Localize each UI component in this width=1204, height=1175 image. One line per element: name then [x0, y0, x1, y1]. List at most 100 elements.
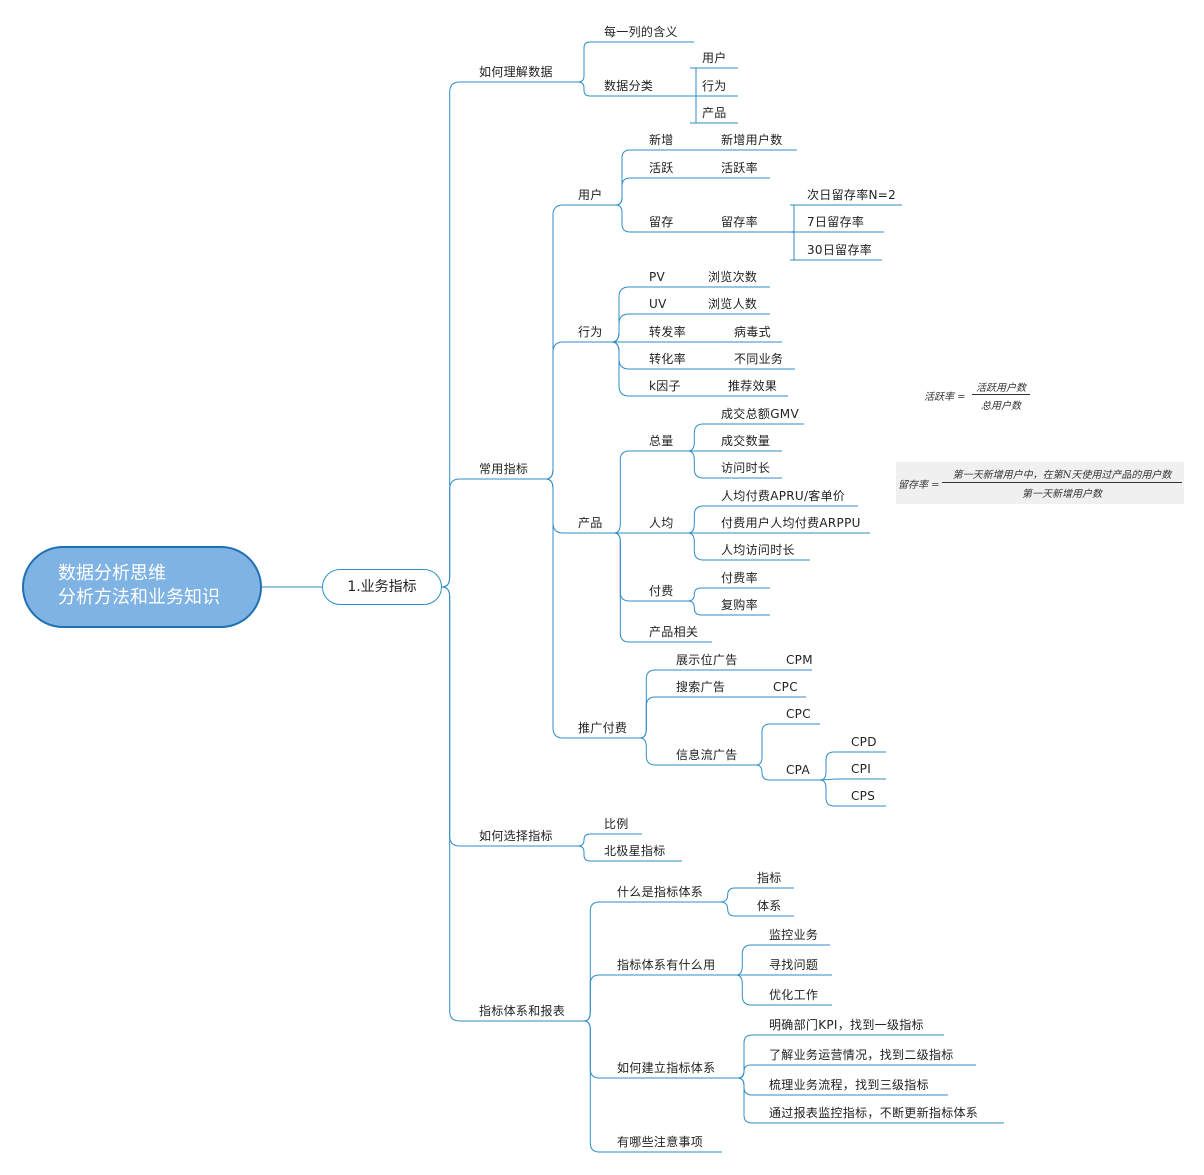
connector-line: [687, 600, 706, 616]
topic-cpd[interactable]: CPD: [851, 735, 877, 749]
connector-line: [611, 341, 632, 397]
topic-active-rate[interactable]: 活跃率: [721, 161, 758, 175]
topic-active[interactable]: 活跃: [649, 161, 674, 175]
topic-b1[interactable]: 明确部门KPI，找到一级指标: [769, 1018, 924, 1032]
topic-build-sys[interactable]: 如何建立指标体系: [617, 1061, 716, 1075]
topic-k[interactable]: k因子: [649, 379, 681, 393]
connector-line: [577, 833, 591, 847]
formula-denominator: 第一天新增用户数: [1022, 489, 1102, 500]
topic-cps[interactable]: CPS: [851, 789, 876, 803]
topic-ratio[interactable]: 比例: [604, 817, 629, 831]
topic-cpm[interactable]: CPM: [786, 653, 813, 667]
topic-visit-time[interactable]: 访问时长: [721, 461, 771, 475]
topic-r-7[interactable]: 7日留存率: [807, 215, 865, 229]
connector-line: [583, 901, 602, 1022]
retention-rate-formula: 留存率 = 第一天新增用户中，在第N天使用过产品的用户数 第一天新增用户数: [896, 462, 1184, 504]
topic-system[interactable]: 指标体系和报表: [479, 1004, 566, 1018]
topic-choose[interactable]: 如何选择指标: [479, 829, 553, 843]
topic-dc-user[interactable]: 用户: [702, 51, 727, 65]
topic-us-monitor[interactable]: 监控业务: [769, 928, 819, 942]
topic-r-30[interactable]: 30日留存率: [807, 243, 873, 257]
formula-lhs: 留存率 =: [898, 480, 940, 491]
topic-ws-index[interactable]: 指标: [757, 871, 782, 885]
connector-line: [577, 81, 591, 97]
topic-new[interactable]: 新增: [649, 133, 674, 147]
topic-search-ad[interactable]: 搜索广告: [676, 680, 726, 694]
root-topic-line-1: 数据分析思维: [58, 563, 166, 584]
topic-fwd[interactable]: 转发率: [649, 325, 686, 339]
topic-us-find[interactable]: 寻找问题: [769, 958, 819, 972]
topic-gmv[interactable]: 成交总额GMV: [721, 407, 799, 421]
active-rate-formula: 活跃率 = 活跃用户数 总用户数: [922, 378, 1042, 412]
topic-arpu[interactable]: 人均付费APRU/客单价: [721, 489, 846, 503]
topic-user[interactable]: 用户: [578, 188, 603, 202]
topic-per-visit[interactable]: 人均访问时长: [721, 543, 795, 557]
topic-cpa[interactable]: CPA: [786, 763, 810, 777]
topic-common[interactable]: 常用指标: [479, 462, 529, 476]
topic-cpc2[interactable]: CPC: [786, 707, 811, 721]
topic-deal-qty[interactable]: 成交数量: [721, 434, 771, 448]
topic-notes[interactable]: 有哪些注意事项: [617, 1135, 704, 1149]
root-topic[interactable]: 数据分析思维 分析方法和业务知识: [22, 546, 262, 628]
topic-cpi[interactable]: CPI: [851, 762, 872, 776]
topic-pv-desc[interactable]: 浏览次数: [708, 270, 758, 284]
topic-behavior[interactable]: 行为: [578, 325, 603, 339]
topic-conv-desc[interactable]: 不同业务: [734, 352, 784, 366]
topic-per-capita[interactable]: 人均: [649, 516, 674, 530]
connector-line: [441, 81, 464, 588]
topic-fwd-desc[interactable]: 病毒式: [734, 325, 771, 339]
topic-ws-system[interactable]: 体系: [757, 899, 782, 913]
formula-numerator: 第一天新增用户中，在第N天使用过产品的用户数: [952, 470, 1172, 481]
topic-feed-ad[interactable]: 信息流广告: [676, 748, 738, 762]
topic-new-users[interactable]: 新增用户数: [721, 133, 783, 147]
connector-line: [687, 587, 706, 602]
topic-data-class[interactable]: 数据分类: [604, 79, 654, 93]
topic-display-ad[interactable]: 展示位广告: [676, 653, 738, 667]
connector-line: [615, 149, 632, 206]
connector-line: [819, 779, 836, 807]
topic-b2[interactable]: 了解业务运营情况，找到二级指标: [769, 1048, 954, 1062]
topic-arppu[interactable]: 付费用户人均付费ARPPU: [721, 516, 861, 530]
topic-us-optimize[interactable]: 优化工作: [769, 988, 819, 1002]
connector-line: [687, 532, 706, 561]
topic-retain-rate[interactable]: 留存率: [721, 215, 758, 229]
topic-uv[interactable]: UV: [649, 297, 667, 311]
topic-col-meaning[interactable]: 每一列的含义: [604, 25, 678, 39]
topic-what-sys[interactable]: 什么是指标体系: [617, 885, 704, 899]
connector-line: [687, 423, 706, 452]
topic-product[interactable]: 产品: [578, 516, 603, 530]
connector-line: [611, 341, 632, 370]
topic-dc-product[interactable]: 产品: [702, 106, 727, 120]
topic-dc-behavior[interactable]: 行为: [702, 79, 727, 93]
connector-line: [687, 505, 706, 534]
topic-repurchase[interactable]: 复购率: [721, 598, 758, 612]
topic-pay[interactable]: 付费: [649, 584, 674, 598]
connector-line: [611, 313, 632, 343]
topic-prod-related[interactable]: 产品相关: [649, 625, 699, 639]
connector-line: [787, 204, 796, 233]
topic-conv[interactable]: 转化率: [649, 352, 686, 366]
topic-pay-rate[interactable]: 付费率: [721, 571, 758, 585]
main-topic[interactable]: 1.业务指标: [322, 569, 442, 605]
formula-numerator: 活跃用户数: [976, 383, 1026, 394]
topic-b4[interactable]: 通过报表监控指标，不断更新指标体系: [769, 1106, 979, 1120]
connector-line: [583, 1020, 602, 1153]
topic-north-star[interactable]: 北极星指标: [604, 844, 666, 858]
connector-line: [639, 696, 658, 739]
topic-b3[interactable]: 梳理业务流程，找到三级指标: [769, 1078, 929, 1092]
connector-line: [441, 478, 464, 588]
topic-understand[interactable]: 如何理解数据: [479, 65, 553, 79]
topic-retain[interactable]: 留存: [649, 215, 674, 229]
topic-use-sys[interactable]: 指标体系有什么用: [617, 958, 716, 972]
topic-r-next[interactable]: 次日留存率N=2: [807, 188, 897, 202]
topic-cpc1[interactable]: CPC: [773, 680, 798, 694]
topic-pv[interactable]: PV: [649, 270, 666, 284]
connector-line: [577, 845, 591, 862]
topic-k-desc[interactable]: 推荐效果: [728, 379, 778, 393]
topic-uv-desc[interactable]: 浏览人数: [708, 297, 758, 311]
connector-line: [615, 177, 632, 206]
connector-line: [719, 901, 742, 917]
topic-total[interactable]: 总量: [649, 434, 674, 448]
topic-promo[interactable]: 推广付费: [578, 721, 628, 735]
